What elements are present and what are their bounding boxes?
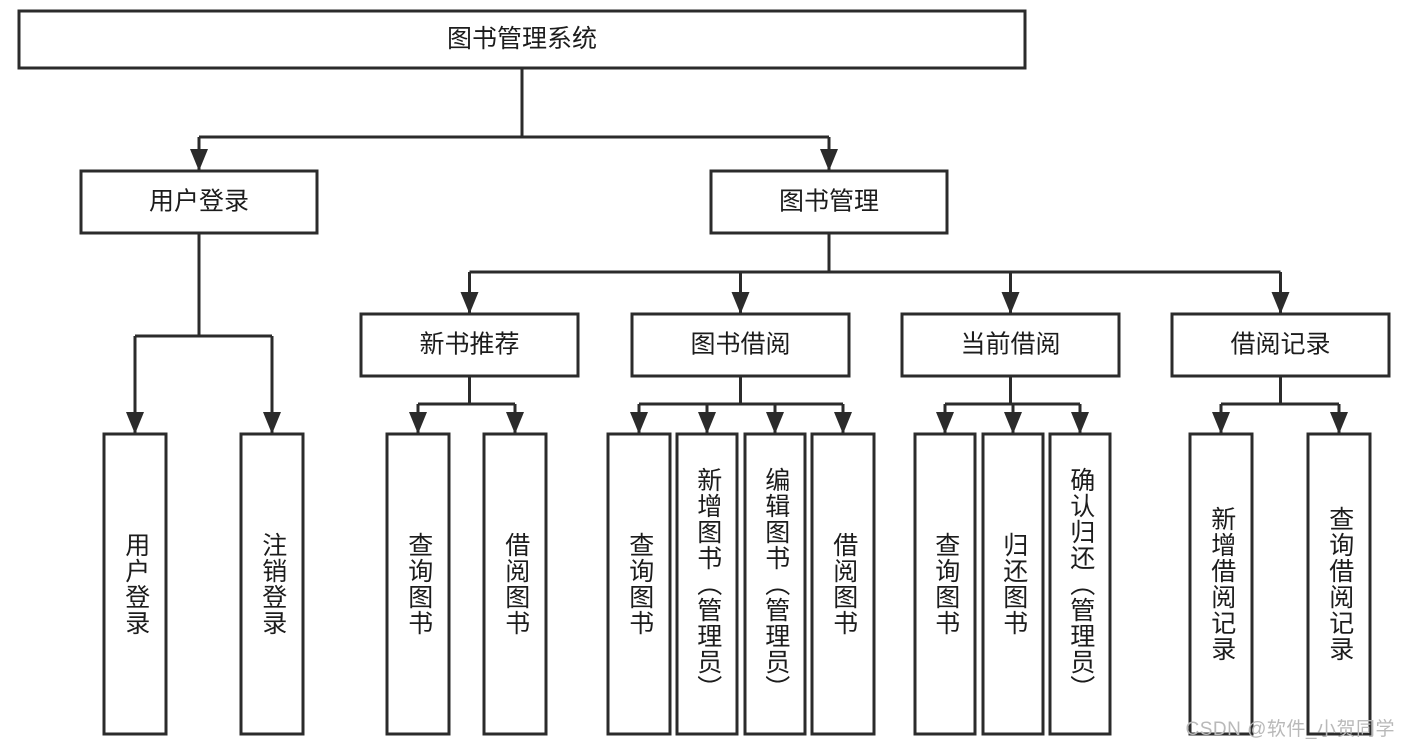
node-box-l3-2[interactable] [900, 312, 1121, 378]
node-box-leaf-1[interactable] [239, 432, 305, 736]
arrow-head-root-0 [190, 149, 208, 171]
node-box-leaf-7[interactable] [810, 432, 876, 736]
node-box-l2-0[interactable] [79, 169, 319, 235]
node-box-leaf-10[interactable] [1048, 432, 1112, 736]
node-box-l3-3[interactable] [1170, 312, 1391, 378]
arrow-head-login-1 [263, 412, 281, 434]
node-box-leaf-11[interactable] [1188, 432, 1254, 736]
arrow-head-newbook-0 [409, 412, 427, 434]
node-label-l3-0: 新书推荐 [419, 331, 519, 359]
arrow-head-book-mgmt-1 [731, 292, 750, 314]
node-box-l3-0[interactable] [359, 312, 580, 378]
node-box-leaf-12[interactable] [1306, 432, 1372, 736]
node-box-l2-1[interactable] [709, 169, 949, 235]
node-box-leaf-2[interactable] [385, 432, 451, 736]
node-label-l3-3: 借阅记录 [1230, 331, 1330, 359]
arrow-head-current-0 [936, 412, 954, 434]
node-label-l3-2: 当前借阅 [960, 331, 1060, 359]
node-box-root-0[interactable] [17, 9, 1027, 70]
arrow-head-current-1 [1004, 412, 1022, 434]
arrow-head-records-0 [1212, 412, 1230, 434]
node-label-l3-1: 图书借阅 [690, 331, 790, 359]
watermark-text: CSDN @软件_小贺同学 [1185, 719, 1395, 740]
node-box-leaf-9[interactable] [981, 432, 1045, 736]
arrow-head-login-0 [126, 412, 144, 434]
node-box-leaf-6[interactable] [743, 432, 807, 736]
node-box-leaf-3[interactable] [482, 432, 548, 736]
node-box-leaf-5[interactable] [675, 432, 739, 736]
node-box-leaf-4[interactable] [606, 432, 672, 736]
arrow-head-borrow-1 [698, 412, 716, 434]
node-label-l2-0: 用户登录 [149, 188, 249, 216]
node-box-layer [17, 9, 1391, 736]
arrow-head-borrow-3 [834, 412, 852, 434]
node-label-root-0: 图书管理系统 [447, 25, 597, 53]
arrow-head-current-2 [1071, 412, 1089, 434]
node-box-leaf-0[interactable] [102, 432, 168, 736]
arrow-head-records-1 [1330, 412, 1348, 434]
arrow-head-borrow-0 [630, 412, 648, 434]
arrow-head-book-mgmt-0 [460, 292, 479, 314]
arrow-head-borrow-2 [766, 412, 784, 434]
arrow-head-book-mgmt-3 [1271, 292, 1290, 314]
node-box-l3-1[interactable] [630, 312, 851, 378]
arrow-head-root-1 [820, 149, 838, 171]
node-label-l2-1: 图书管理 [779, 188, 879, 216]
connector-layer [126, 68, 1348, 434]
arrow-head-book-mgmt-2 [1001, 292, 1020, 314]
node-box-leaf-8[interactable] [913, 432, 977, 736]
arrow-head-newbook-1 [506, 412, 524, 434]
